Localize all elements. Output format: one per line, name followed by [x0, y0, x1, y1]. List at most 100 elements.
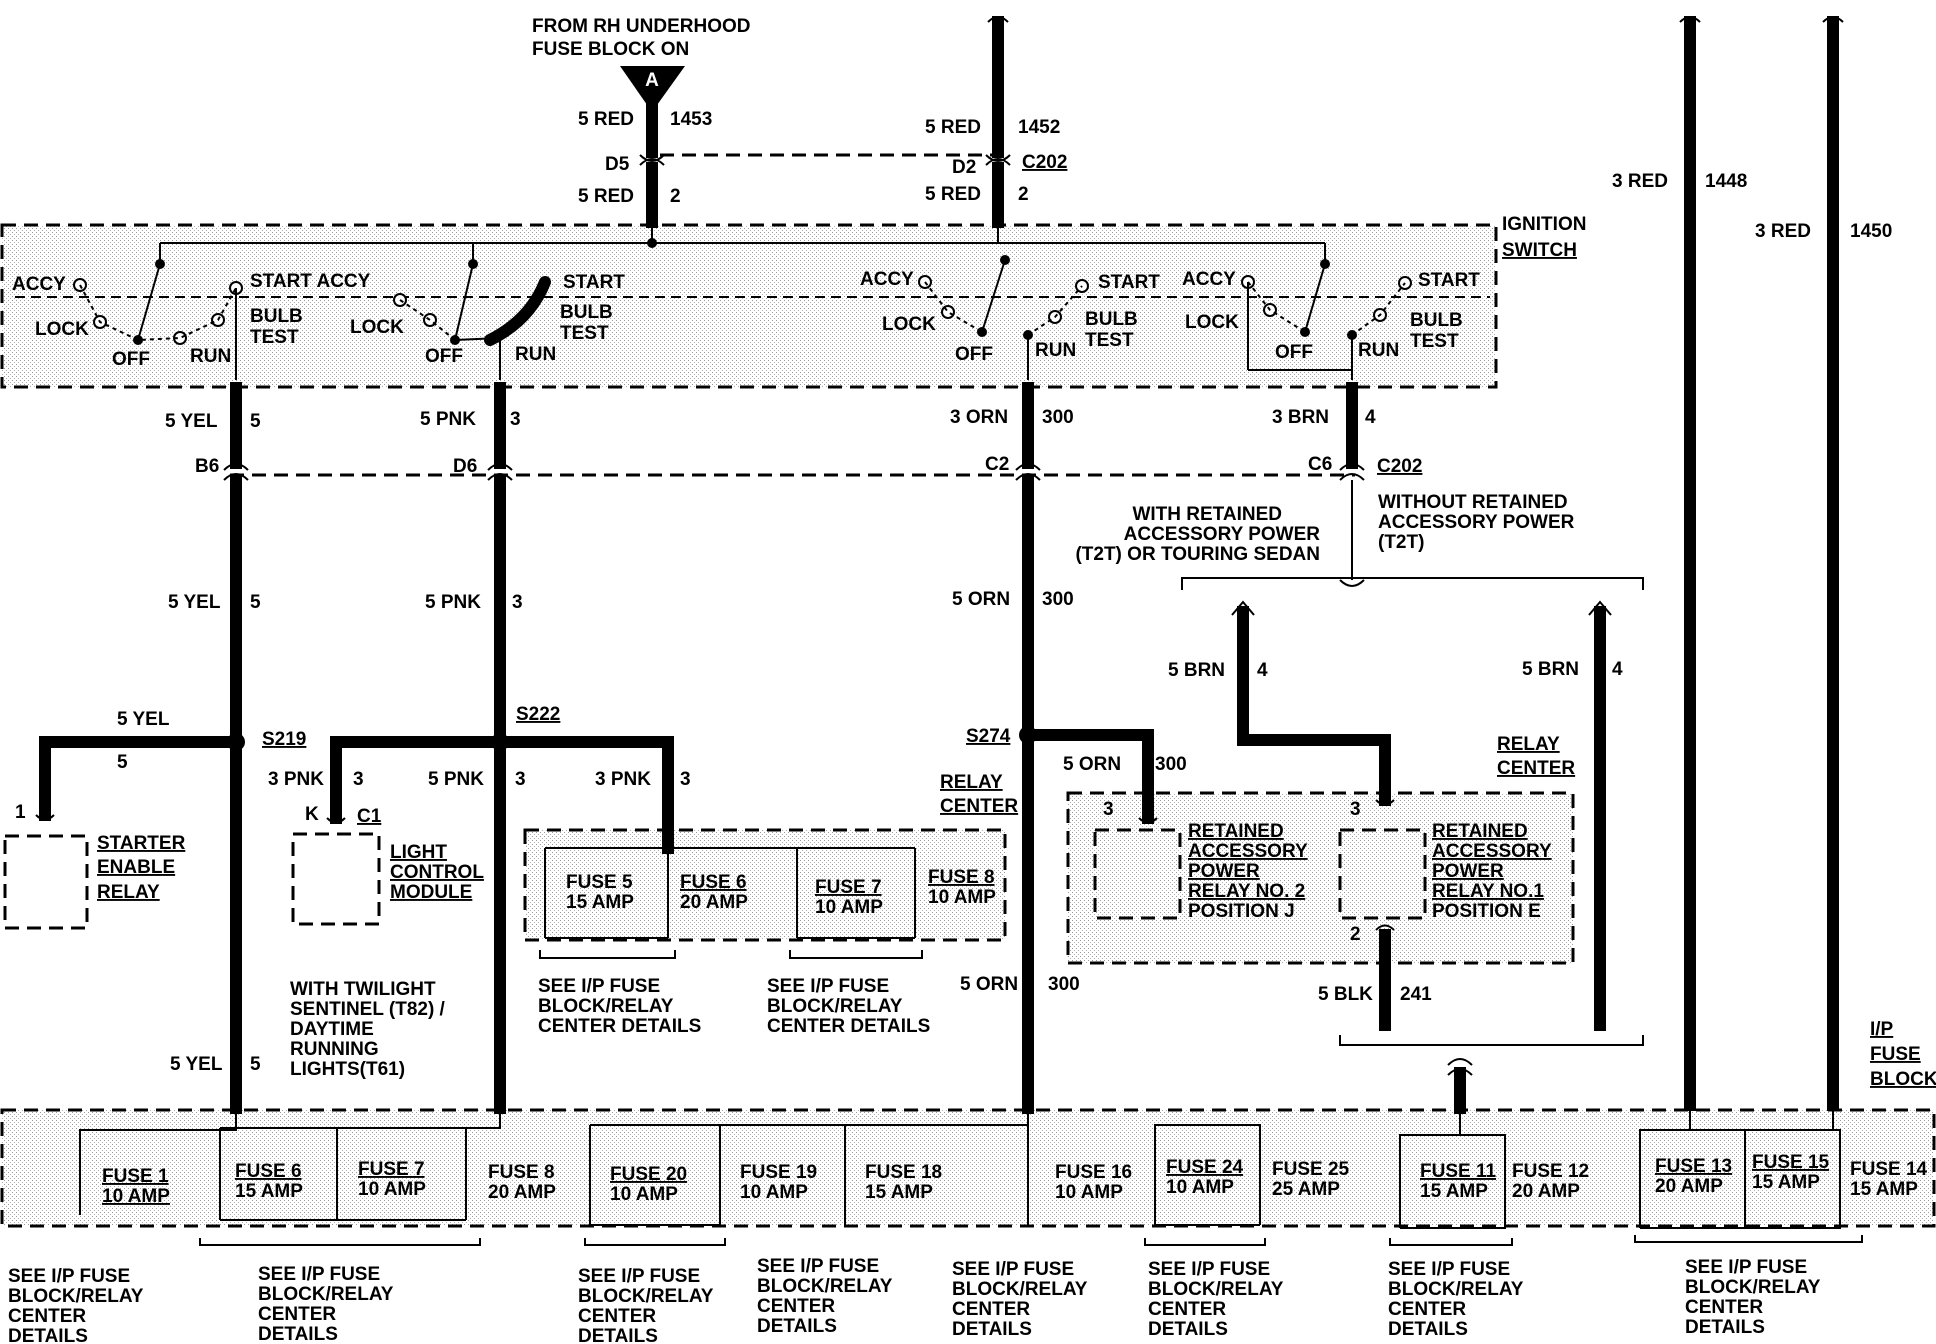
label-ignition-switch-sections-2-lock: LOCK	[882, 314, 936, 335]
w1452-circuit: 1452	[1018, 117, 1060, 138]
label-ignition-switch-sections-0-start-accy: START ACCY	[250, 271, 371, 292]
label-middle-s219: S219	[262, 729, 306, 750]
label-ip-fuse-block-see-notes-5-0: SEE I/P FUSE	[1148, 1259, 1270, 1280]
label-ignition-switch-sections-0-bulb: BULB	[250, 306, 303, 327]
label-middle-relay-center-right-0: RELAY	[1497, 734, 1560, 755]
label-ip-fuse-block-see-notes-1-0: SEE I/P FUSE	[258, 1264, 380, 1285]
label-middle-relay2-lines-2: POWER	[1188, 861, 1260, 882]
label-ip-fuse-block-see-notes-7-0: SEE I/P FUSE	[1685, 1257, 1807, 1278]
label-middle-with-retained-1: ACCESSORY POWER	[1124, 524, 1321, 545]
label-middle-pnk-branch-a-gauge: 3 PNK	[268, 769, 324, 790]
label-ip-fuse-block-fuses-10-1: 15 AMP	[1420, 1181, 1488, 1202]
label-middle-twilight-note-0: WITH TWILIGHT	[290, 979, 436, 1000]
label-middle-relay2-pin: 3	[1103, 799, 1114, 820]
label-middle-without-retained-0: WITHOUT RETAINED	[1378, 492, 1568, 513]
starter-enable-relay-box	[3, 834, 89, 930]
label-middle-see-b-2: CENTER DETAILS	[767, 1016, 930, 1037]
label-ip-fuse-block-fuses-2-1: 10 AMP	[358, 1179, 426, 1200]
label-middle-starter-enable-relay-0: STARTER	[97, 833, 186, 854]
label-outputs-orn-circuit: 300	[1042, 407, 1074, 428]
label-middle-fuse7-1: 10 AMP	[815, 897, 883, 918]
label-ip-fuse-block-see-notes-0-0: SEE I/P FUSE	[8, 1266, 130, 1287]
label-ignition-switch-sections-0-lock: LOCK	[35, 319, 89, 340]
label-middle-pnk-branch-a-pin: K	[305, 804, 319, 825]
label-middle-orn2-circuit: 300	[1042, 589, 1074, 610]
label-middle-twilight-note-1: SENTINEL (T82) /	[290, 999, 446, 1020]
label-ip-fuse-block-fuses-4-1: 10 AMP	[610, 1184, 678, 1205]
label-ip-fuse-block-fuses-3-1: 20 AMP	[488, 1182, 556, 1203]
label-middle-pnk-branch-c-gauge: 3 PNK	[595, 769, 651, 790]
label-middle-without-retained-1: ACCESSORY POWER	[1378, 512, 1575, 533]
label-ip-fuse-block-see-notes-4-1: BLOCK/RELAY	[952, 1279, 1088, 1300]
label-middle-light-control-module-1: CONTROL	[390, 862, 484, 883]
label-middle-fuse8-0: FUSE 8	[928, 867, 995, 888]
ignition-switch-internals	[15, 222, 1490, 380]
label-ignition-switch-sections-0-accy: ACCY	[12, 274, 66, 295]
label-ip-fuse-block-fuses-6-1: 15 AMP	[865, 1182, 933, 1203]
label-ip-fuse-block-see-notes-6-2: CENTER	[1388, 1299, 1466, 1320]
connector-a-label: A	[645, 70, 659, 91]
label-outputs-brn-gauge: 3 BRN	[1272, 407, 1329, 428]
label-middle-orn-low-circuit: 300	[1048, 974, 1080, 995]
label-ip-fuse-block-fuses-12-1: 20 AMP	[1655, 1176, 1723, 1197]
fuse-block-labels: I/P FUSE BLOCK FUSE 1 10 AMP FUSE 6 15 A…	[102, 1019, 1936, 1207]
label-middle-relay1-pin: 3	[1350, 799, 1361, 820]
label-middle-relay2-lines-0: RETAINED	[1188, 821, 1284, 842]
w1448-gauge: 3 RED	[1612, 171, 1668, 192]
label-ip-fuse-block-see-notes-3-0: SEE I/P FUSE	[757, 1256, 879, 1277]
label-middle-pnk2-gauge: 5 PNK	[425, 592, 481, 613]
label-ip-fuse-block-fuses-9-0: FUSE 25	[1272, 1159, 1350, 1180]
label-outputs-pnk-pin: D6	[453, 456, 477, 477]
label-middle-pnk-branch-a-circuit: 3	[353, 769, 364, 790]
label-middle-relay2-lines-1: ACCESSORY	[1188, 841, 1308, 862]
label-ip-fuse-block-fuses-9-1: 25 AMP	[1272, 1179, 1340, 1200]
label-middle-yel-low-circuit: 5	[250, 1054, 261, 1075]
label-ip-fuse-block-fuses-6-0: FUSE 18	[865, 1162, 942, 1183]
label-middle-orn2-gauge: 5 ORN	[952, 589, 1010, 610]
label-middle-relay1-lines-0: RETAINED	[1432, 821, 1528, 842]
label-ignition-switch-sections-3-bulb: BULB	[1410, 310, 1463, 331]
label-middle-relay1-lines-4: POSITION E	[1432, 901, 1541, 922]
ignition-label-2: SWITCH	[1502, 240, 1577, 261]
label-middle-yel-branch-gauge: 5 YEL	[117, 709, 170, 730]
light-control-module-box	[291, 832, 381, 926]
label-ip-fuse-block-see-notes-7-3: DETAILS	[1685, 1317, 1765, 1338]
label-middle-pnk-branch-a-connector: C1	[357, 806, 382, 827]
label-middle-relay1-lines-3: RELAY NO.1	[1432, 881, 1544, 902]
d5-circuit: 2	[670, 186, 681, 207]
label-outputs-brn-circuit: 4	[1365, 407, 1376, 428]
connector-a-icon	[620, 66, 685, 112]
label-ip-fuse-block-fuses-4-0: FUSE 20	[610, 1164, 687, 1185]
label-ip-fuse-block-fuses-8-0: FUSE 24	[1166, 1157, 1244, 1178]
label-ignition-switch-sections-1-off: OFF	[425, 346, 463, 367]
label-outputs-orn-pin: C2	[985, 454, 1009, 475]
label-ignition-switch-sections-2-run: RUN	[1035, 340, 1076, 361]
label-middle-pnk-branch-b-circuit: 3	[515, 769, 526, 790]
label-ip-fuse-block-see-notes-4-3: DETAILS	[952, 1319, 1032, 1340]
ignition-label-1: IGNITION	[1502, 214, 1586, 235]
label-outputs-pnk-gauge: 5 PNK	[420, 409, 476, 430]
label-ip-fuse-block-fuses-0-0: FUSE 1	[102, 1166, 169, 1187]
w1452-gauge: 5 RED	[925, 117, 981, 138]
label-middle-see-a-1: BLOCK/RELAY	[538, 996, 674, 1017]
label-ip-fuse-block-see-notes-5-3: DETAILS	[1148, 1319, 1228, 1340]
label-ignition-switch-sections-2-test: TEST	[1085, 330, 1134, 351]
label-middle-brn-left-circuit: 4	[1257, 660, 1268, 681]
label-middle-twilight-note-2: DAYTIME	[290, 1019, 374, 1040]
label-ip-fuse-block-see-notes-2-0: SEE I/P FUSE	[578, 1266, 700, 1287]
label-middle-twilight-note-3: RUNNING	[290, 1039, 379, 1060]
output-wires	[35, 382, 1644, 1114]
label-middle-orn-branch-circuit: 300	[1155, 754, 1187, 775]
label-middle-relay-center-right-1: CENTER	[1497, 758, 1575, 779]
label-middle-relay1-pin2: 2	[1350, 924, 1361, 945]
label-outputs-pnk-circuit: 3	[510, 409, 521, 430]
middle-labels: 5 YEL 5 5 PNK 3 5 ORN 300 WITH RETAINED …	[15, 492, 1623, 1080]
label-ip-fuse-block-fuses-1-0: FUSE 6	[235, 1161, 302, 1182]
label-middle-relay1-lines-2: POWER	[1432, 861, 1504, 882]
label-ip-fuse-block-fuses-12-0: FUSE 13	[1655, 1156, 1732, 1177]
label-outputs-brn-pin: C6	[1308, 454, 1332, 475]
w1448-circuit: 1448	[1705, 171, 1747, 192]
label-outputs-yel-gauge: 5 YEL	[165, 411, 218, 432]
label-outputs-yel-pin: B6	[195, 456, 219, 477]
label-middle-with-retained-2: (T2T) OR TOURING SEDAN	[1075, 544, 1320, 565]
